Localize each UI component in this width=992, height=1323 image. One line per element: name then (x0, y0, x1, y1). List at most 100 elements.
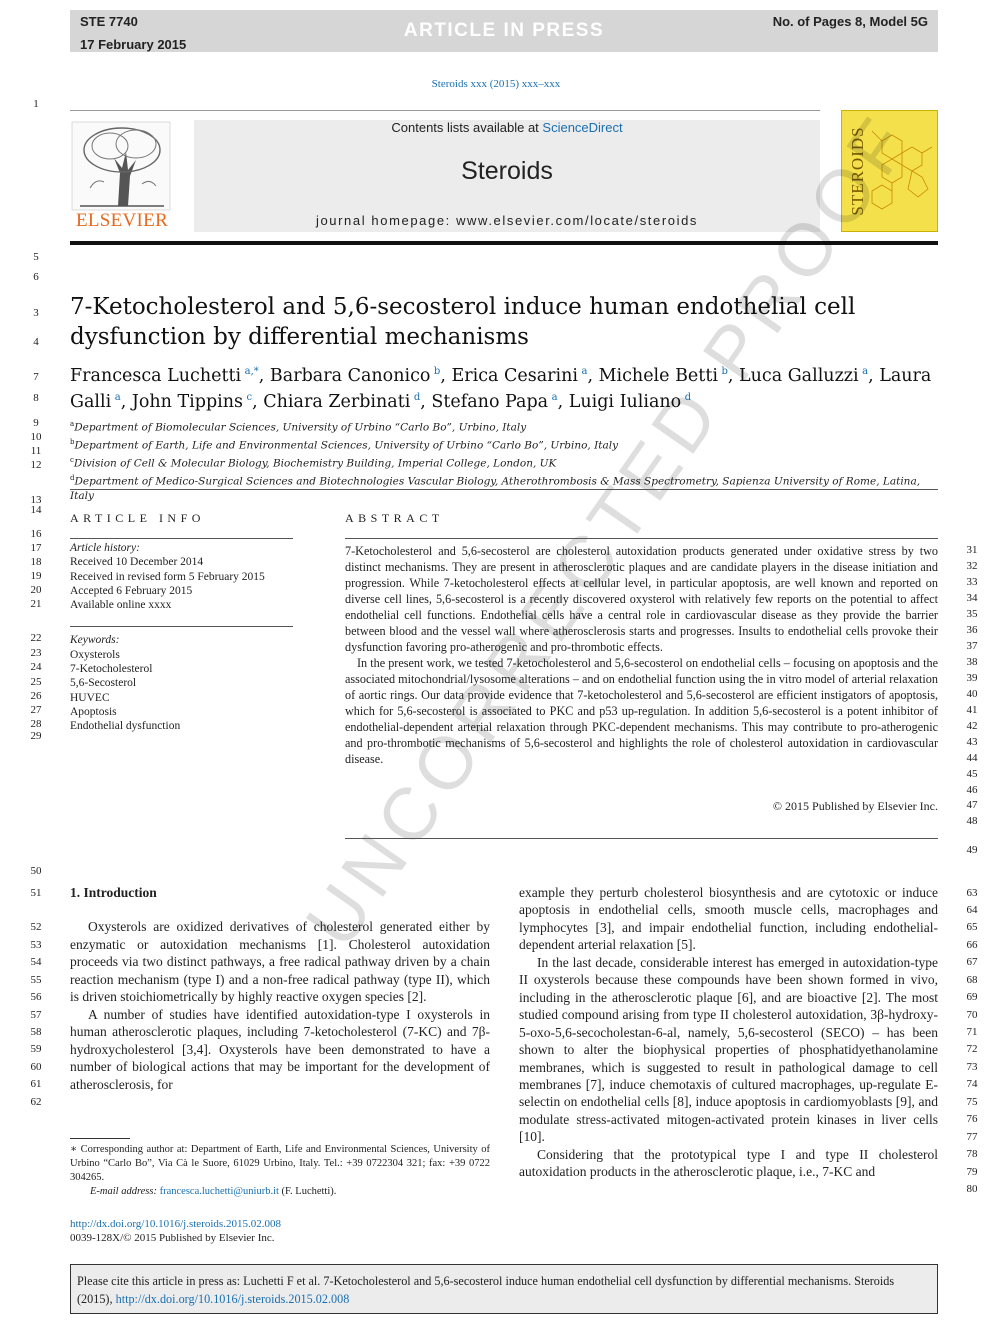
author-name[interactable]: Luca Galluzzi (739, 365, 859, 386)
line-number: 76 (966, 1113, 978, 1125)
author-affiliation-mark[interactable]: a,* (244, 366, 259, 377)
line-number: 61 (30, 1078, 42, 1090)
line-number: 57 (30, 1009, 42, 1021)
abstract-paragraph: In the present work, we tested 7-ketocho… (345, 656, 938, 766)
line-number: 55 (30, 974, 42, 986)
publisher-name: ELSEVIER (75, 210, 169, 231)
author-name[interactable]: Chiara Zerbinati (263, 391, 411, 412)
sciencedirect-link[interactable]: ScienceDirect (542, 120, 623, 135)
line-number: 7 (33, 371, 39, 383)
author-name[interactable]: Stefano Papa (431, 391, 549, 412)
journal-reference[interactable]: Steroids xxx (2015) xxx–xxx (431, 78, 561, 90)
contents-prefix: Contents lists available at (391, 120, 543, 135)
abstract-paragraph: 7-Ketocholesterol and 5,6-secosterol are… (345, 544, 938, 654)
citation-box: Please cite this article in press as: Lu… (70, 1264, 938, 1314)
line-number: 17 (30, 542, 42, 554)
abstract-body: 7-Ketocholesterol and 5,6-secosterol are… (345, 543, 938, 767)
info-rule-1 (70, 538, 293, 539)
abstract-heading: ABSTRACT (345, 511, 444, 525)
body-paragraph: In the last decade, considerable interes… (519, 954, 938, 1145)
affiliation-key: a (70, 420, 75, 428)
author-affiliation-mark[interactable]: c (246, 391, 253, 403)
header-rule-top (70, 110, 820, 111)
body-paragraph: example they perturb cholesterol biosynt… (519, 885, 938, 953)
author-affiliation-mark[interactable]: a (114, 391, 121, 403)
info-rule-2 (70, 626, 293, 628)
affiliation-text: Department of Earth, Life and Environmen… (74, 439, 619, 452)
doi-block: http://dx.doi.org/10.1016/j.steroids.201… (70, 1217, 281, 1245)
line-number: 72 (966, 1043, 978, 1055)
abstract-rule-bottom (345, 838, 938, 839)
contents-line: Contents lists available at ScienceDirec… (194, 120, 820, 135)
body-paragraph: A number of studies have identified auto… (70, 1006, 490, 1092)
line-number: 59 (30, 1043, 42, 1055)
line-number: 50 (30, 865, 42, 877)
line-number: 37 (966, 640, 978, 652)
author-affiliation-mark[interactable]: b (433, 366, 441, 377)
line-number: 41 (966, 704, 978, 716)
body-paragraph: Considering that the prototypical type I… (519, 1146, 938, 1180)
body-left-column: 1. Introduction Oxysterols are oxidized … (70, 884, 490, 1093)
line-number: 13 (30, 494, 42, 506)
line-number: 4 (33, 336, 39, 348)
author-affiliation-mark[interactable]: d (684, 391, 692, 403)
line-number: 64 (966, 904, 978, 916)
issn-line: 0039-128X/© 2015 Published by Elsevier I… (70, 1232, 275, 1244)
keyword-item: 7-Ketocholesterol (70, 663, 153, 676)
affiliation-key: c (70, 456, 74, 464)
line-number: 79 (966, 1166, 978, 1178)
article-title: 7-Ketocholesterol and 5,6-secosterol ind… (70, 294, 856, 350)
line-number: 58 (30, 1026, 42, 1038)
line-number: 49 (966, 844, 978, 856)
author-affiliation-mark[interactable]: a (581, 366, 588, 377)
author-affiliation-mark[interactable]: a (862, 366, 869, 377)
citation-doi-link[interactable]: http://dx.doi.org/10.1016/j.steroids.201… (115, 1292, 350, 1306)
journal-homepage[interactable]: journal homepage: www.elsevier.com/locat… (315, 213, 699, 228)
line-number: 20 (30, 584, 42, 596)
author-name[interactable]: Luigi Iuliano (568, 391, 682, 412)
author-name[interactable]: John Tippins (131, 391, 244, 412)
line-number: 34 (966, 592, 978, 604)
affiliation-text: Department of Medico-Surgical Sciences a… (70, 475, 921, 503)
proof-date: 17 February 2015 (80, 37, 187, 52)
line-number: 6 (33, 271, 39, 283)
line-number: 22 (30, 632, 42, 644)
line-number: 52 (30, 921, 42, 933)
header-rule-bottom (70, 241, 938, 245)
line-number: 27 (30, 704, 42, 716)
doi-link[interactable]: http://dx.doi.org/10.1016/j.steroids.201… (70, 1218, 281, 1230)
affiliation-list: aDepartment of Biomolecular Sciences, Un… (70, 417, 930, 504)
author-affiliation-mark[interactable]: a (551, 391, 558, 403)
abstract-rule-top (345, 538, 938, 539)
line-number: 35 (966, 608, 978, 620)
author-name[interactable]: Erica Cesarini (451, 365, 578, 386)
line-number: 65 (966, 921, 978, 933)
press-banner (70, 10, 938, 52)
email-link[interactable]: francesca.luchetti@uniurb.it (159, 1186, 279, 1197)
footnote-rule (70, 1138, 130, 1139)
line-number: 29 (30, 730, 42, 742)
affiliation-item: cDivision of Cell & Molecular Biology, B… (70, 453, 930, 471)
author-name[interactable]: Michele Betti (598, 365, 718, 386)
line-number: 62 (30, 1096, 42, 1108)
author-name[interactable]: Laura Galli (70, 365, 932, 412)
line-number: 36 (966, 624, 978, 636)
affiliation-item: dDepartment of Medico-Surgical Sciences … (70, 471, 930, 504)
affiliation-item: bDepartment of Earth, Life and Environme… (70, 435, 930, 453)
history-item: Available online xxxx (70, 599, 172, 612)
author-affiliation-mark[interactable]: b (721, 366, 728, 377)
line-number: 56 (30, 991, 42, 1003)
author-name[interactable]: Barbara Canonico (269, 365, 431, 386)
line-number: 53 (30, 939, 42, 951)
line-number: 31 (966, 544, 978, 556)
line-number: 38 (966, 656, 978, 668)
author-name[interactable]: Francesca Luchetti (70, 365, 242, 386)
email-label: E-mail address: (90, 1186, 160, 1197)
line-number: 67 (966, 956, 978, 968)
line-number: 19 (30, 570, 42, 582)
history-item: Accepted 6 February 2015 (70, 584, 193, 597)
line-number: 44 (966, 752, 978, 764)
line-number: 1 (33, 98, 39, 110)
line-number: 78 (966, 1148, 978, 1160)
author-affiliation-mark[interactable]: d (413, 391, 421, 403)
